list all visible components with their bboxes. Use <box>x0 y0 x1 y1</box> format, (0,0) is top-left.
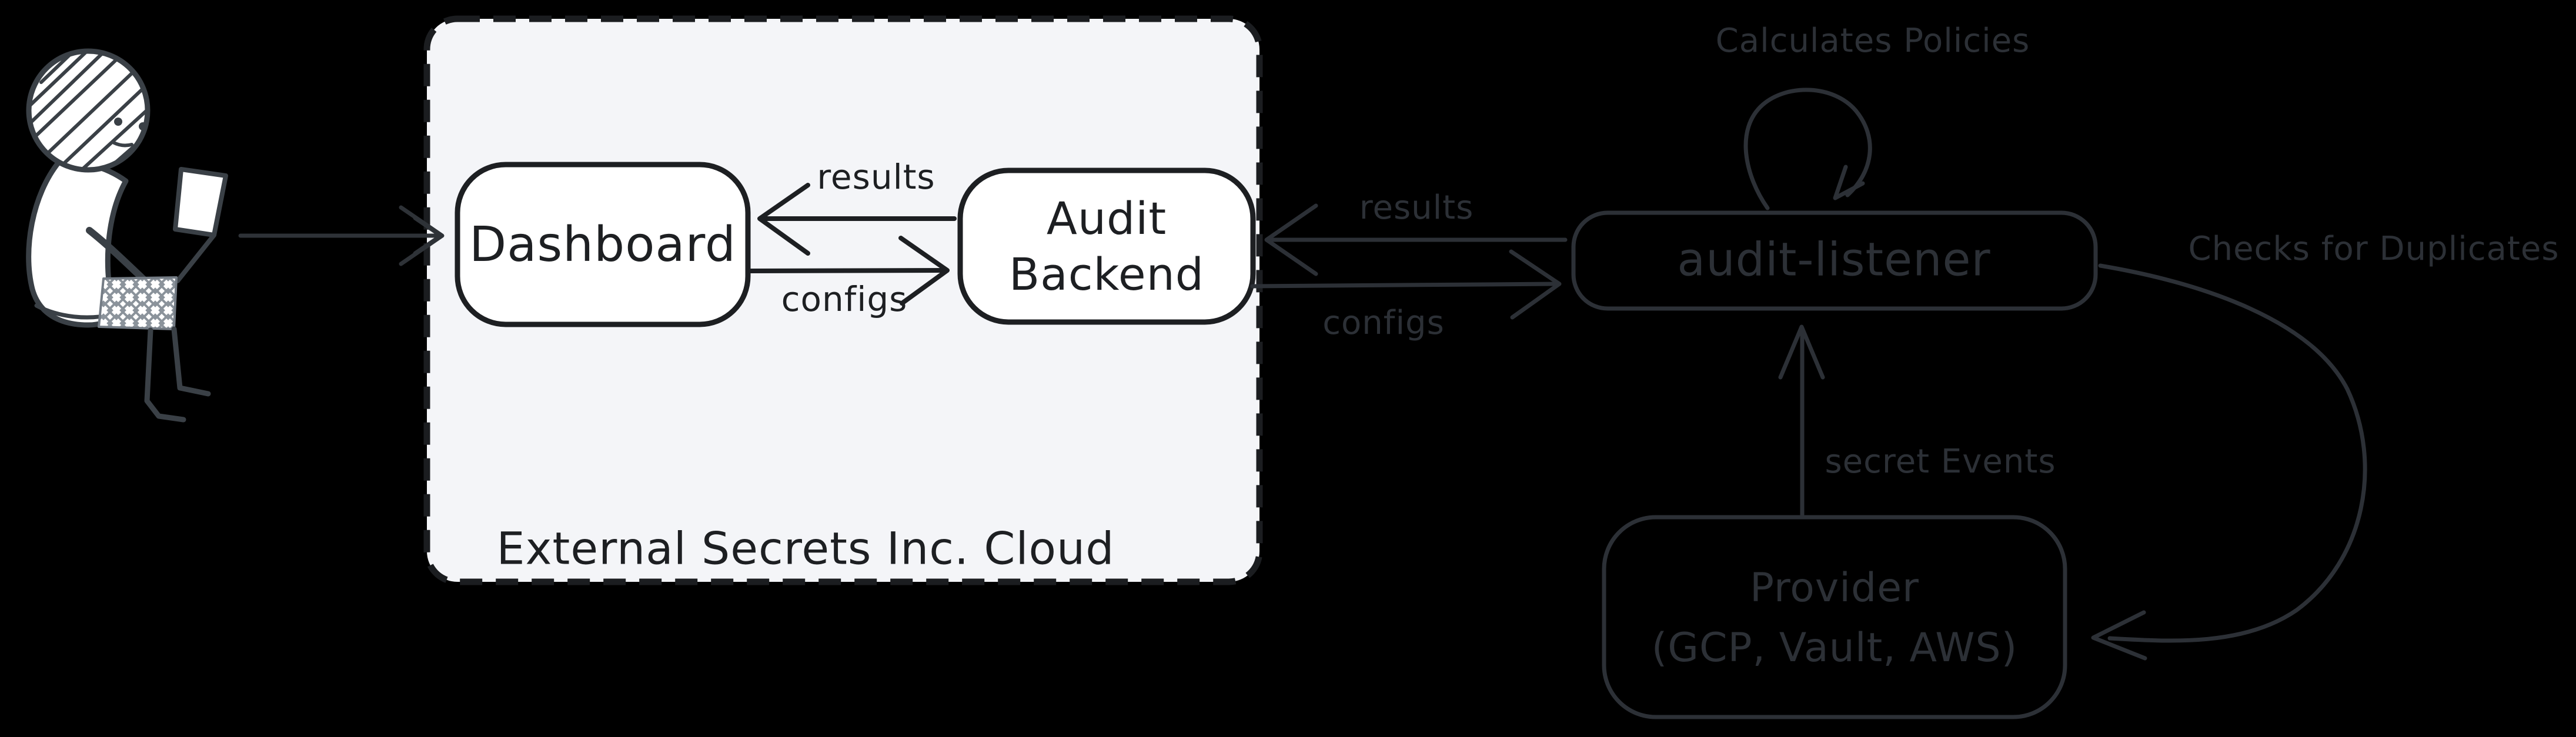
cloud-title: External Secrets Inc. Cloud <box>496 522 1115 575</box>
checks-duplicates-label: Checks for Duplicates <box>2188 230 2560 268</box>
person-eye <box>114 118 122 126</box>
user-to-cloud-arrow <box>238 205 445 266</box>
person-eye <box>139 122 147 130</box>
audit-backend-label-line2: Backend <box>1009 248 1204 300</box>
self-loop-arrow <box>1743 88 1872 210</box>
calculates-policies-label: Calculates Policies <box>1715 22 2030 60</box>
audit-listener-node <box>1571 210 2098 311</box>
person-mouth <box>112 141 133 148</box>
audit-backend-label-line1: Audit <box>1046 192 1167 244</box>
provider-label-line1: Provider <box>1750 565 1919 611</box>
provider-node <box>1602 515 2067 719</box>
laptop-keyboard <box>98 276 178 330</box>
laptop-screen <box>173 167 228 237</box>
results-arrow-internal <box>757 183 957 256</box>
dashboard-label: Dashboard <box>469 216 736 273</box>
secret-events-label: secret Events <box>1825 443 2056 481</box>
provider-label-line2: (GCP, Vault, AWS) <box>1651 625 2018 671</box>
results-external-label: results <box>1359 189 1474 227</box>
results-internal-label: results <box>817 156 935 197</box>
configs-external-label: configs <box>1322 304 1445 342</box>
audit-listener-label: audit-listener <box>1677 233 1991 287</box>
configs-arrow-external <box>1250 249 1562 320</box>
results-arrow-external <box>1264 203 1568 276</box>
audit-backend-node <box>957 168 1256 325</box>
secret-events-arrow <box>1778 324 1825 517</box>
configs-arrow-internal <box>748 236 950 306</box>
dashboard-node <box>455 162 751 327</box>
cloud-boundary <box>423 15 1263 585</box>
duplicates-curve-arrow <box>2091 263 2367 661</box>
person-at-laptop-icon <box>26 48 228 423</box>
person-leg <box>171 326 211 397</box>
person-leg <box>144 327 186 423</box>
laptop-lid-edge <box>175 233 216 283</box>
configs-internal-label: configs <box>781 279 908 319</box>
